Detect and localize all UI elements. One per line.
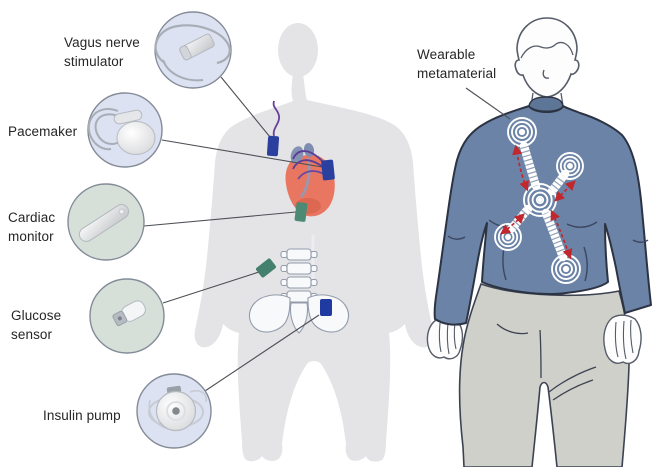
head-line-art [514, 17, 580, 107]
label-pacemaker: Pacemaker [8, 124, 78, 139]
glucose-sensor-icon [89, 278, 165, 354]
glucose-sensor-implant [256, 258, 276, 278]
connector-line-pacemaker [161, 139, 323, 168]
right-hand [603, 314, 642, 365]
metamaterial-network [494, 117, 584, 284]
vagus-stimulator-implant [266, 100, 280, 157]
connector-line-vagus [220, 76, 271, 138]
pointer-line-wearable [465, 87, 511, 120]
label-wearable-metamaterial: Wearable metamaterial [417, 47, 497, 82]
insulin-pump-implant [320, 299, 332, 316]
insulin-pump-icon [136, 373, 212, 449]
spine-illustration [248, 248, 350, 334]
shirt-collar [528, 96, 564, 112]
connector-line-insulin [204, 314, 320, 392]
label-glucose-sensor: Glucose sensor [11, 308, 62, 343]
connector-line-glucose [162, 271, 260, 304]
wearable-person [426, 17, 652, 467]
pacemaker-implant [292, 150, 335, 181]
vagus-stimulator-icon [154, 11, 232, 89]
signal-arrow [499, 213, 525, 235]
cardiac-monitor-implant [294, 202, 308, 222]
nose-line [542, 69, 550, 79]
metamaterial-node [523, 183, 557, 217]
pants [458, 282, 630, 467]
label-insulin-pump: Insulin pump [43, 408, 121, 423]
signal-arrow [550, 209, 573, 260]
metamaterial-node [507, 117, 537, 147]
connector-line-cardiac-monitor [143, 211, 297, 227]
pants-crease-lines [496, 323, 597, 401]
label-vagus-nerve-stimulator: Vagus nerve stimulator [64, 35, 140, 70]
cardiac-monitor-icon [67, 183, 145, 261]
metamaterial-node [551, 254, 581, 284]
metamaterial-node [494, 223, 522, 251]
signal-arrow [554, 180, 576, 202]
pacemaker-icon [87, 92, 163, 168]
metamaterial-node [556, 152, 584, 180]
label-cardiac-monitor: Cardiac monitor [8, 210, 56, 245]
